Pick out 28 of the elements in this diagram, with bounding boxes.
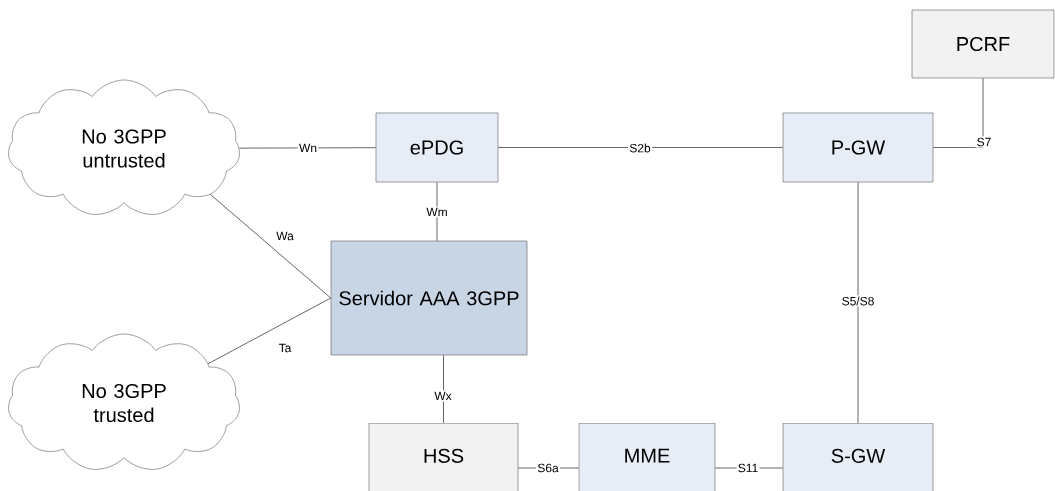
edge-label: Wn xyxy=(297,142,319,154)
network-box: MME xyxy=(578,423,716,491)
network-box: ePDG xyxy=(375,112,499,183)
connector-line xyxy=(714,467,784,469)
connector-line xyxy=(209,193,332,299)
connector-line xyxy=(443,354,444,424)
edge-label: S6a xyxy=(536,462,560,474)
edge-label: Ta xyxy=(277,342,293,354)
network-cloud: No 3GPP trusted xyxy=(8,333,240,470)
edge-label: S7 xyxy=(975,136,993,148)
network-cloud: No 3GPP untrusted xyxy=(8,79,240,215)
edge-label: S5/S8 xyxy=(840,295,876,307)
network-box: S-GW xyxy=(782,423,934,491)
network-box: Servidor AAA 3GPP xyxy=(330,240,528,356)
connector-line xyxy=(932,77,984,148)
edge-label: S2b xyxy=(628,142,652,154)
edge-label: Wm xyxy=(425,206,449,218)
connector-line xyxy=(436,181,438,242)
connector-line xyxy=(238,147,377,149)
edge-label: S11 xyxy=(736,462,760,474)
edge-label: Wx xyxy=(433,390,453,402)
network-box: HSS xyxy=(368,423,519,491)
connector-line xyxy=(857,181,859,424)
network-box: P-GW xyxy=(782,112,934,183)
connector-line xyxy=(497,147,784,148)
edge-label: Wa xyxy=(274,230,296,242)
connector-line xyxy=(207,297,332,365)
network-box: PCRF xyxy=(911,9,1055,79)
